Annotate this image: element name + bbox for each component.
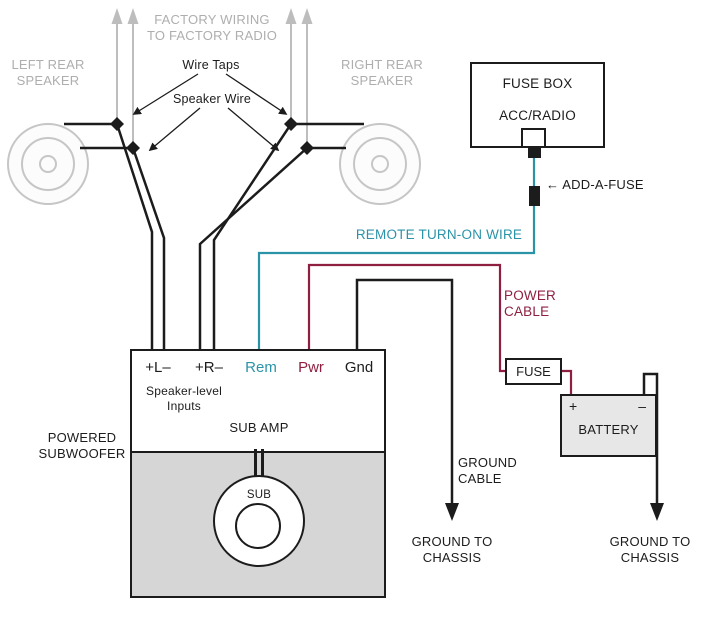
battery-ground-wire <box>642 372 664 521</box>
right-rear-speaker-icon <box>339 123 421 205</box>
subwoofer-dust-cap <box>235 503 281 549</box>
factory-wiring-arrows <box>111 8 313 148</box>
speaker-wires <box>64 122 364 352</box>
sub-amp-box: +L– +R– Rem Pwr Gnd Speaker-level Inputs… <box>130 349 386 598</box>
wire-taps-label: Wire Taps <box>182 58 240 72</box>
power-cable-label: POWER CABLE <box>504 288 557 320</box>
battery-label: BATTERY <box>578 422 639 437</box>
speaker-level-inputs-label: Speaker-level Inputs <box>146 384 222 413</box>
powered-subwoofer-label: POWERED SUBWOOFER <box>38 430 126 461</box>
add-a-fuse-label: ← ADD-A-FUSE <box>546 177 644 192</box>
ground-chassis-right-label: GROUND TO CHASSIS <box>609 534 691 565</box>
label-pointer-arrows <box>132 73 288 152</box>
terminal-ground: Gnd <box>344 359 374 376</box>
sub-connector-right <box>261 449 264 479</box>
wire-tap-connectors <box>110 117 314 155</box>
speaker-wire-label: Speaker Wire <box>172 92 252 106</box>
remote-wire-label: REMOTE TURN-ON WIRE <box>355 227 523 242</box>
left-speaker-label: LEFT REAR SPEAKER <box>11 57 85 88</box>
sub-connector-left <box>254 449 257 479</box>
terminal-right-input: +R– <box>195 359 223 376</box>
add-a-fuse-holder <box>529 186 540 206</box>
sub-label: SUB <box>246 489 272 501</box>
fuse-holder-slot <box>521 128 546 148</box>
fuse-box-title: FUSE BOX <box>502 76 573 91</box>
ground-chassis-left-label: GROUND TO CHASSIS <box>411 534 493 565</box>
sub-amp-label: SUB AMP <box>229 420 289 435</box>
ground-cable-label: GROUND CABLE <box>458 455 517 486</box>
right-speaker-label: RIGHT REAR SPEAKER <box>341 57 423 88</box>
power-cable-wire <box>307 263 573 395</box>
ground-cable-wire <box>355 278 459 521</box>
battery-minus-terminal: – <box>638 398 646 414</box>
terminal-remote: Rem <box>245 359 277 376</box>
terminal-power: Pwr <box>298 359 324 376</box>
left-rear-speaker-icon <box>7 123 89 205</box>
subwoofer-cone: SUB <box>213 475 305 567</box>
battery-box: + – BATTERY <box>560 394 657 457</box>
inline-fuse-box: FUSE <box>505 358 562 385</box>
fuse-box-subtitle: ACC/RADIO <box>499 108 576 123</box>
factory-wiring-label: FACTORY WIRING TO FACTORY RADIO <box>146 12 278 43</box>
terminal-left-input: +L– <box>145 359 171 376</box>
fuse-label: FUSE <box>516 364 551 379</box>
battery-plus-terminal: + <box>569 398 578 414</box>
fuse-tap-connector <box>528 146 541 158</box>
